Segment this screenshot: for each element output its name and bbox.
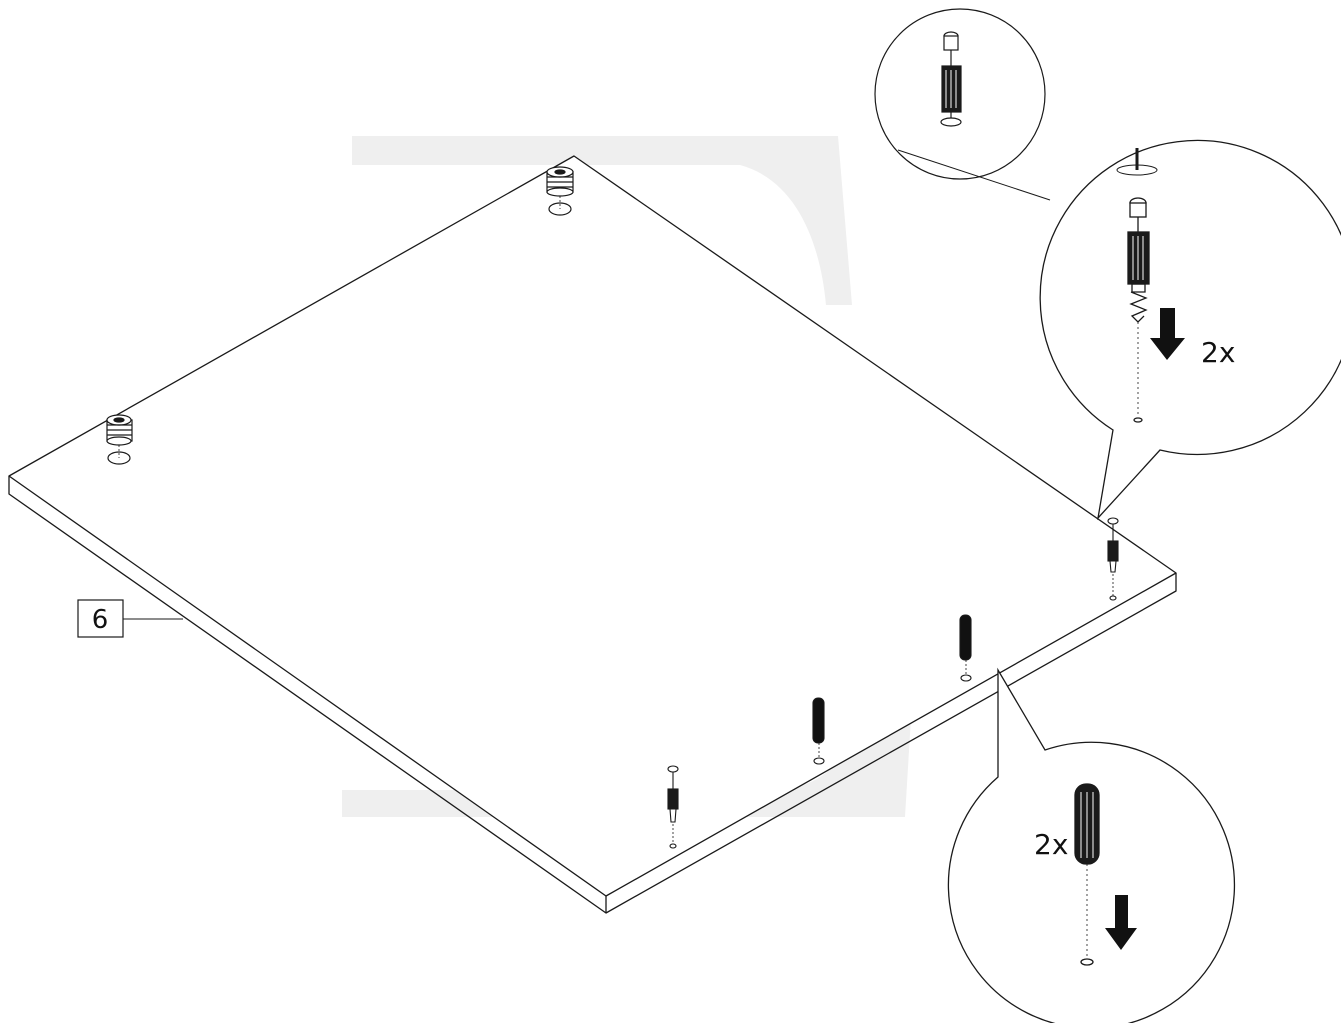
callout-bubble-bottom: 2x [947,667,1236,1023]
detail-circle-small [874,8,1051,201]
cam-bolt-right [1107,517,1119,601]
part-number: 6 [92,605,109,635]
dowel-1 [812,697,825,765]
callout-top-quantity: 2x [1201,336,1235,369]
part-label: 6 [77,599,183,638]
cam-fitting-1 [546,166,574,216]
panel-board [8,155,1177,914]
cam-bolt-front [667,765,679,849]
cam-bolt-icon [1127,197,1150,323]
cam-fitting-2 [106,414,133,465]
screwdriver-icon [1116,148,1158,176]
wooden-dowel-icon [1074,783,1100,865]
cam-bolt-icon [940,31,962,127]
dowel-2 [959,614,972,682]
callout-bottom-quantity: 2x [1034,828,1068,861]
down-arrow-icon [1150,308,1185,360]
callout-bubble-top: 2x [1039,139,1341,521]
down-arrow-icon [1105,895,1137,950]
